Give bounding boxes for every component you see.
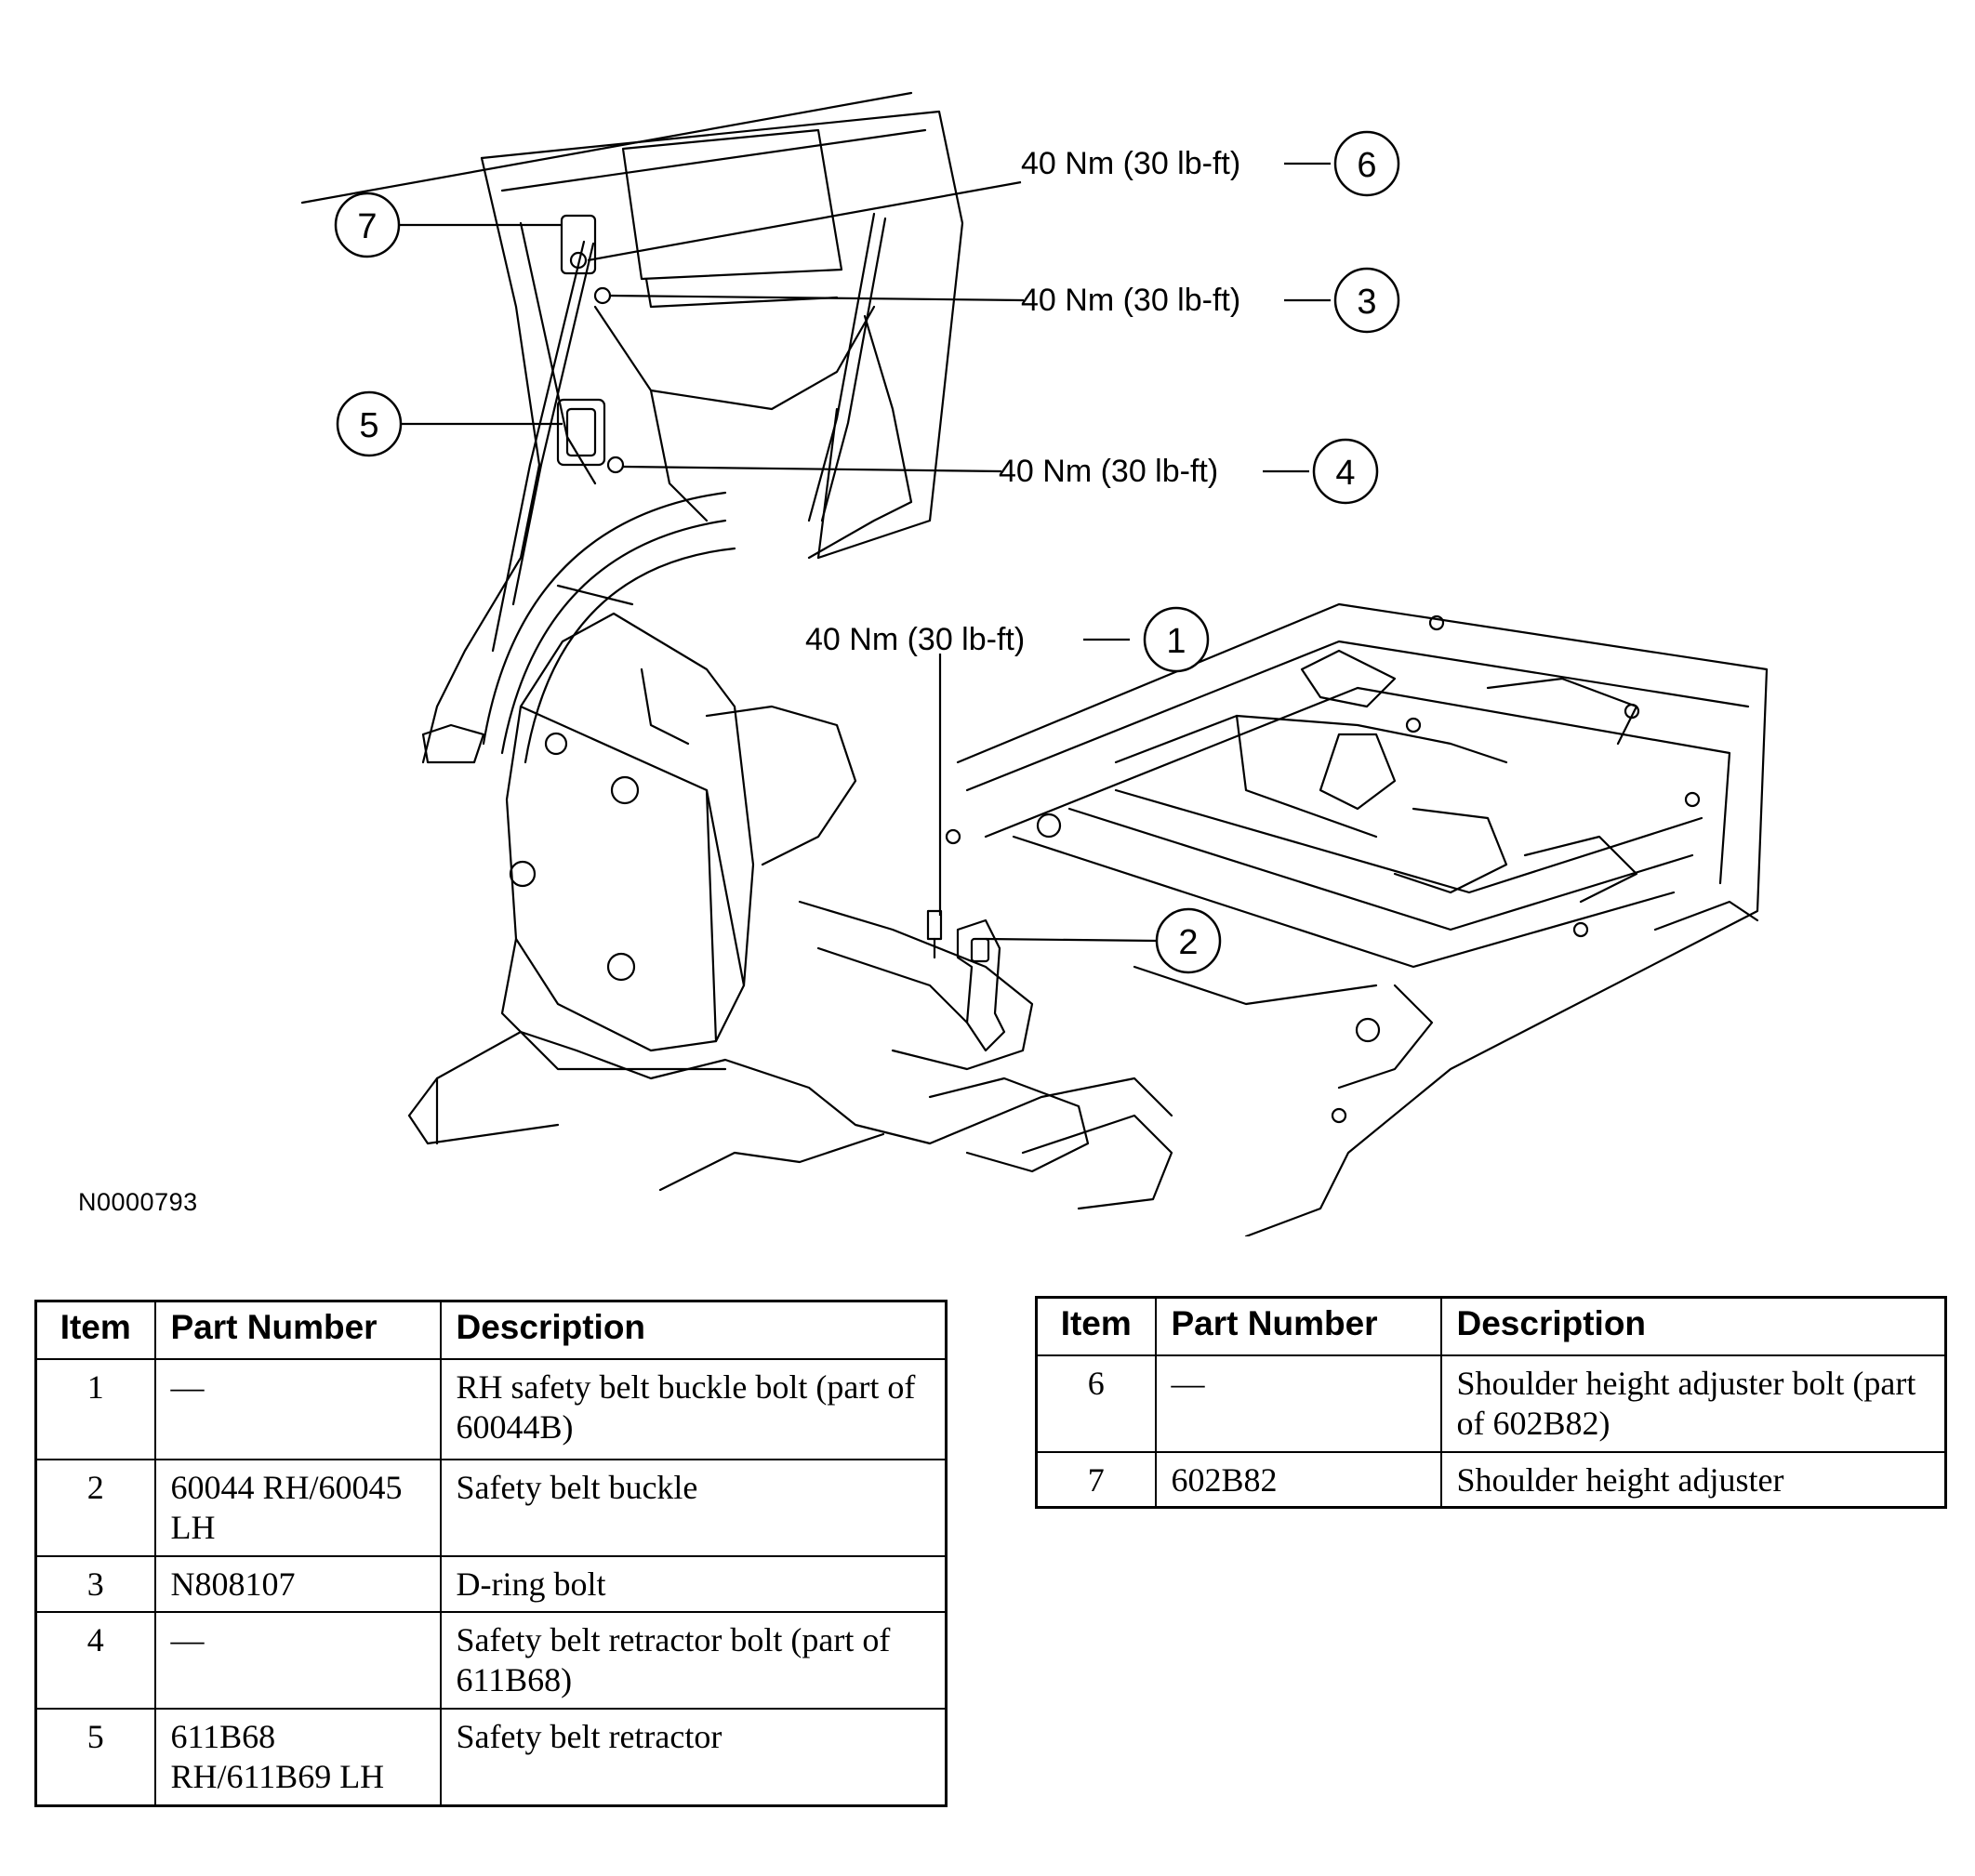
part-number-cell: —	[153, 1358, 442, 1460]
svg-text:3: 3	[1357, 283, 1376, 322]
leader-line-1	[938, 638, 1130, 916]
callout-7: 7	[334, 192, 401, 258]
column-header-item: Item	[1035, 1296, 1157, 1356]
item-cell: 2	[34, 1459, 156, 1557]
svg-text:5: 5	[359, 406, 378, 445]
description-cell: Shoulder height adjuster	[1439, 1451, 1947, 1509]
column-header-part-number: Part Number	[153, 1300, 442, 1360]
callout-6: 6	[1333, 130, 1400, 197]
item-cell: 7	[1035, 1451, 1157, 1509]
torque-label-3: 40 Nm (30 lb-ft)	[1021, 283, 1240, 318]
svg-text:2: 2	[1178, 923, 1198, 962]
part-number-cell: 602B82	[1154, 1451, 1442, 1509]
figure-id: N0000793	[78, 1188, 198, 1216]
callout-3: 3	[1333, 267, 1400, 334]
leader-line-6	[587, 162, 1331, 262]
table-row: 1 — RH safety belt buckle bolt (part of …	[34, 1358, 948, 1460]
part-number-cell: 60044 RH/60045 LH	[153, 1459, 442, 1557]
torque-label-6: 40 Nm (30 lb-ft)	[1021, 146, 1240, 181]
leader-line-4	[622, 465, 1309, 473]
item-cell: 4	[34, 1611, 156, 1710]
item-cell: 5	[34, 1708, 156, 1806]
column-header-item: Item	[34, 1300, 156, 1360]
part-number-cell: —	[1154, 1354, 1442, 1453]
vehicle-body-illustration	[300, 91, 1769, 1236]
callout-5: 5	[336, 390, 403, 457]
description-cell: Safety belt buckle	[439, 1459, 948, 1557]
seat-belt-diagram: 1 2 3 4 5 6 7 40 Nm (30 lb-ft) 40 Nm (30…	[300, 91, 1769, 1236]
leader-lines	[399, 162, 1331, 943]
table-row: 2 60044 RH/60045 LH Safety belt buckle	[34, 1459, 948, 1557]
description-cell: RH safety belt buckle bolt (part of 6004…	[439, 1358, 948, 1460]
description-cell: Shoulder height adjuster bolt (part of 6…	[1439, 1354, 1947, 1453]
column-header-description: Description	[439, 1300, 948, 1360]
item-cell: 1	[34, 1358, 156, 1460]
item-cell: 3	[34, 1555, 156, 1613]
torque-label-1: 40 Nm (30 lb-ft)	[805, 622, 1025, 657]
table-header-row: Item Part Number Description	[34, 1300, 948, 1360]
svg-text:1: 1	[1166, 622, 1186, 661]
part-number-cell: 611B68 RH/611B69 LH	[153, 1708, 442, 1806]
leader-line-3	[609, 294, 1331, 302]
parts-table-right: Item Part Number Description 6 — Shoulde…	[1035, 1296, 1947, 1509]
svg-text:4: 4	[1335, 454, 1355, 493]
svg-text:7: 7	[357, 207, 377, 246]
description-cell: Safety belt retractor	[439, 1708, 948, 1806]
table-row: 5 611B68 RH/611B69 LH Safety belt retrac…	[34, 1708, 948, 1806]
table-row: 3 N808107 D-ring bolt	[34, 1555, 948, 1613]
torque-label-4: 40 Nm (30 lb-ft)	[999, 454, 1218, 489]
table-row: 7 602B82 Shoulder height adjuster	[1035, 1451, 1947, 1509]
item-cell: 6	[1035, 1354, 1157, 1453]
table-header-row: Item Part Number Description	[1035, 1296, 1947, 1356]
column-header-part-number: Part Number	[1154, 1296, 1442, 1356]
svg-text:6: 6	[1357, 146, 1376, 185]
parts-table-left: Item Part Number Description 1 — RH safe…	[34, 1300, 948, 1807]
description-cell: D-ring bolt	[439, 1555, 948, 1613]
column-header-description: Description	[1439, 1296, 1947, 1356]
callout-1: 1	[1143, 606, 1210, 673]
table-row: 4 — Safety belt retractor bolt (part of …	[34, 1611, 948, 1710]
part-number-cell: —	[153, 1611, 442, 1710]
callout-2: 2	[1155, 907, 1222, 974]
part-number-cell: N808107	[153, 1555, 442, 1613]
description-cell: Safety belt retractor bolt (part of 611B…	[439, 1611, 948, 1710]
table-row: 6 — Shoulder height adjuster bolt (part …	[1035, 1354, 1947, 1453]
leader-line-2	[985, 937, 1158, 943]
callout-4: 4	[1312, 438, 1379, 505]
